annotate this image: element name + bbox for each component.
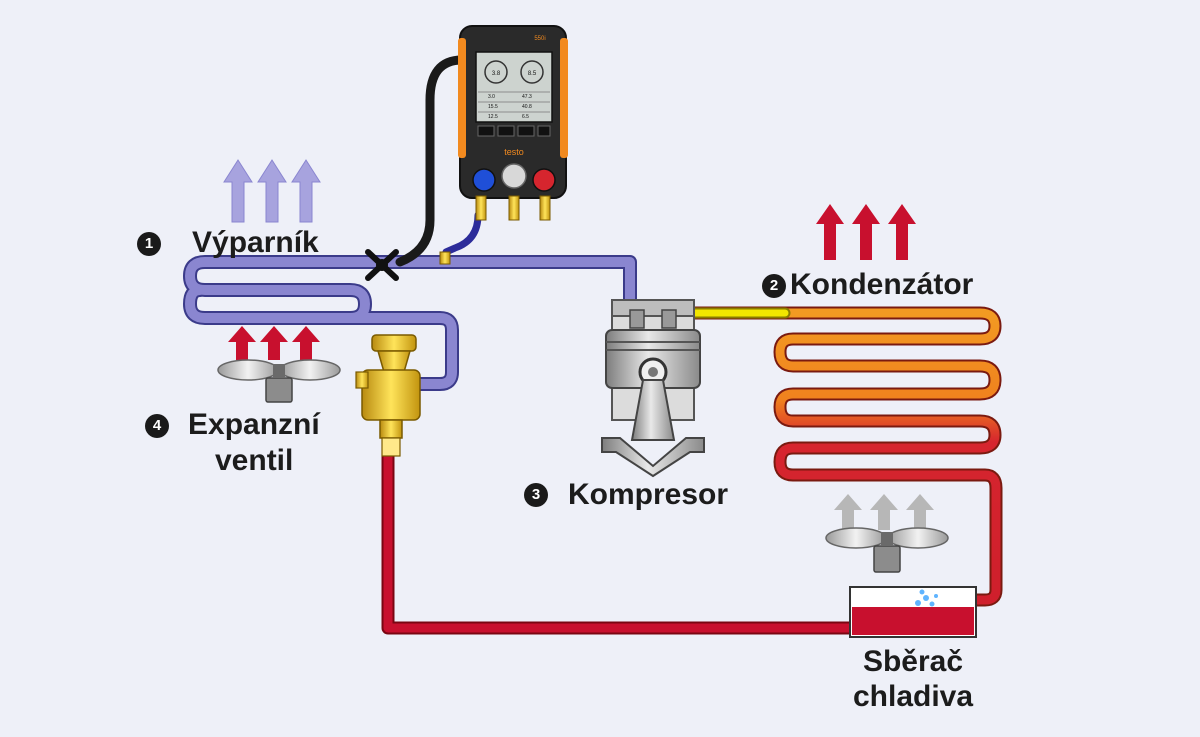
- cold-air-out-arrows: [223, 159, 321, 223]
- gauge-device-icon: testo 550i 3.8 8.5 3.0 47.3 15.5 40.8 12…: [458, 25, 568, 221]
- gauge-model: 550i: [534, 36, 545, 42]
- condenser-label: Kondenzátor: [790, 268, 974, 301]
- evaporator-label: Výparník: [192, 226, 319, 259]
- gauge-row-3-right: 6.5: [522, 114, 529, 120]
- gauge-brand: testo: [504, 147, 524, 157]
- valve-icon: [355, 334, 421, 457]
- liquid-line: [381, 448, 857, 635]
- piston-icon: [601, 299, 705, 478]
- expansion-valve-number: 4: [145, 414, 169, 438]
- compressor: [601, 299, 705, 478]
- compressor-number: 3: [524, 483, 548, 507]
- expansion-valve-label-line1: Expanzní: [188, 408, 320, 441]
- fan-icon: [217, 359, 341, 403]
- gauge-row-2-left: 15.5: [488, 104, 498, 110]
- gauge-right-pressure: 8.5: [528, 71, 537, 77]
- receiver-label-line1: Sběrač: [862, 645, 964, 678]
- gauge-row-1-left: 3.0: [488, 94, 495, 100]
- condenser-coil: [673, 306, 1003, 607]
- clamp-icon: [365, 249, 451, 281]
- gauge-left-pressure: 3.8: [492, 71, 501, 77]
- gauge-row-2-right: 40.8: [522, 104, 532, 110]
- expansion-valve-label-line2: ventil: [215, 444, 294, 477]
- evaporator-number: 1: [137, 232, 161, 256]
- air-in-arrows: [834, 494, 934, 530]
- receiver-label-line2: chladiva: [852, 680, 974, 713]
- receiver-tank: [849, 586, 977, 638]
- fan-icon: [825, 527, 949, 573]
- gauge-row-1-right: 47.3: [522, 94, 532, 100]
- compressor-label: Kompresor: [568, 478, 729, 511]
- warm-air-in-arrows: [228, 326, 320, 360]
- heat-out-arrows: [816, 204, 916, 260]
- evaporator-coil: [183, 255, 637, 391]
- gauge-row-3-left: 12.5: [488, 114, 498, 120]
- condenser-number: 2: [762, 274, 786, 298]
